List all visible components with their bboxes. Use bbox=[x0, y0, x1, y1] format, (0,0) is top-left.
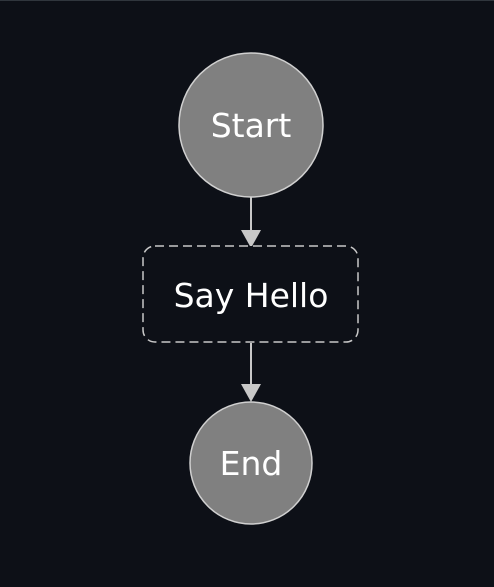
edge-start-to-say-hello bbox=[241, 197, 261, 248]
arrowhead-icon bbox=[241, 384, 261, 402]
node-label-start: Start bbox=[211, 106, 292, 145]
node-end[interactable]: End bbox=[189, 401, 313, 525]
top-border bbox=[0, 0, 494, 1]
end-circle bbox=[189, 401, 313, 525]
arrowhead-icon bbox=[241, 230, 261, 248]
node-label-say-hello: Say Hello bbox=[174, 276, 329, 315]
start-circle bbox=[178, 52, 324, 198]
node-start[interactable]: Start bbox=[178, 52, 324, 198]
node-label-end: End bbox=[220, 444, 283, 483]
edge-say-hello-to-end bbox=[241, 343, 261, 402]
say-hello-box bbox=[142, 245, 359, 343]
node-say-hello[interactable]: Say Hello bbox=[142, 245, 359, 343]
